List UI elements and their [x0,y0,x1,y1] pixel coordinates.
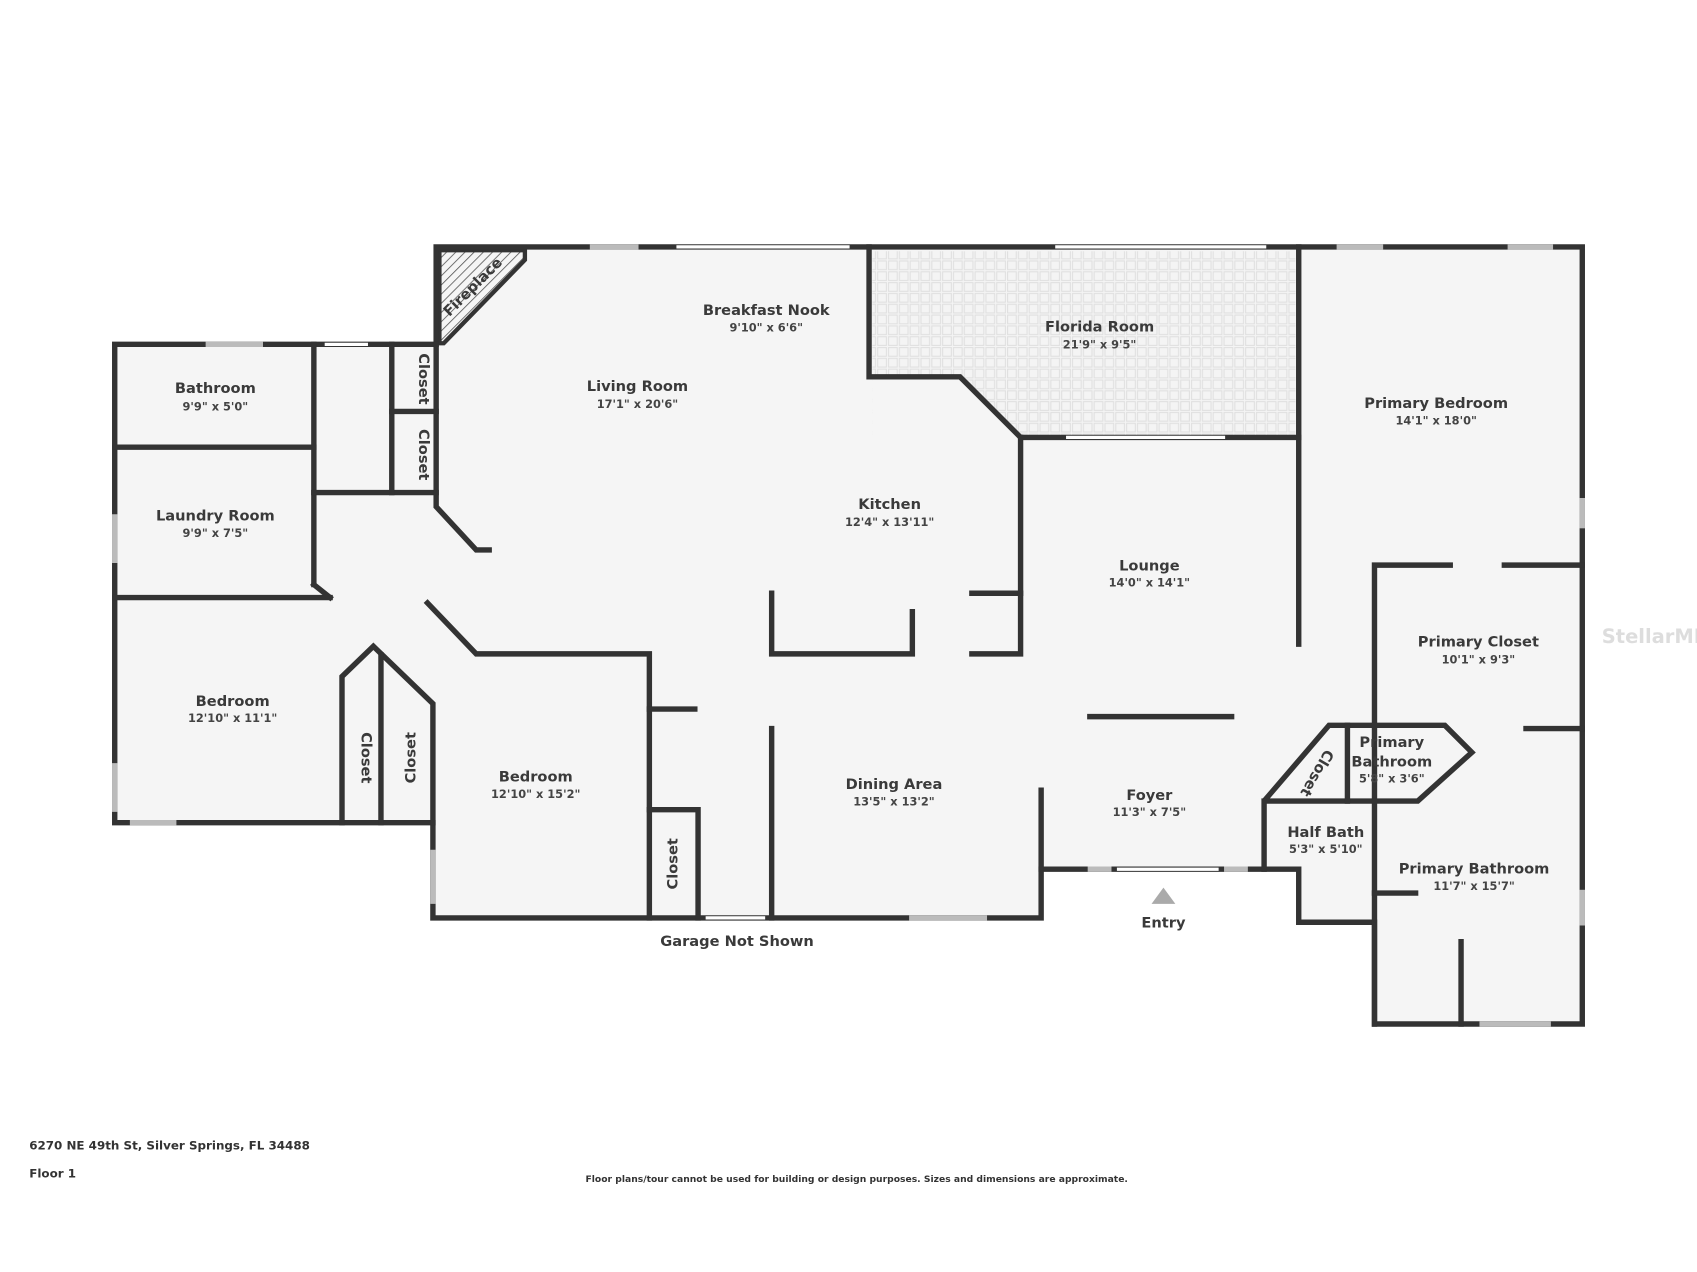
address: 6270 NE 49th St, Silver Springs, FL 3448… [29,1139,310,1153]
room-name: Primary Bathroom [1399,861,1550,878]
garage-note: Garage Not Shown [660,933,814,950]
room-dims: 9'9" x 5'0" [183,399,249,413]
room-name: Laundry Room [156,508,275,525]
room-name: Dining Area [846,776,943,793]
closet-label: Closet [415,429,432,480]
room-name: Bathroom [1351,753,1432,770]
room-name: Lounge [1119,558,1180,575]
windows-doors [112,244,1585,1027]
fireplace [437,248,528,346]
room-dims: 17'1" x 20'6" [597,397,678,411]
room-dims: 14'0" x 14'1" [1109,576,1190,590]
room-dims: 14'1" x 18'0" [1395,413,1476,427]
room-dims: 5'8" x 3'6" [1359,772,1425,786]
room-dims: 11'7" x 15'7" [1433,879,1514,893]
room-dims: 21'9" x 9'5" [1063,338,1137,352]
room-dims: 13'5" x 13'2" [853,794,934,808]
florida-room-corner [872,378,1021,438]
room-dims: 10'1" x 9'3" [1442,653,1516,667]
entry-arrow-icon [1151,887,1176,904]
room-dims: 5'3" x 5'10" [1289,842,1363,856]
room-name: Bedroom [196,693,270,710]
room-name: Bedroom [499,769,573,786]
room-name: Half Bath [1287,824,1364,841]
disclaimer: Floor plans/tour cannot be used for buil… [586,1174,1128,1185]
room-name: Bathroom [175,380,256,397]
walls [112,244,1585,1027]
closet-label: Closet [403,732,420,783]
room-name: Primary Bedroom [1364,395,1508,412]
room-dims: 12'4" x 13'11" [845,515,934,529]
room-name: Kitchen [858,496,921,513]
room-name: Primary [1359,734,1424,751]
closet-label: Closet [665,838,682,889]
watermark: StellarMLS [1602,625,1697,648]
entry-label: Entry [1141,915,1186,932]
room-name: Florida Room [1045,318,1154,335]
room-dims: 12'10" x 15'2" [491,787,580,801]
room-dims: 9'9" x 7'5" [183,526,249,540]
floor-label: Floor 1 [29,1167,76,1181]
room-name: Breakfast Nook [703,302,830,319]
closet-label: Closet [357,732,374,783]
room-dims: 9'10" x 6'6" [729,320,803,334]
room-dims: 11'3" x 7'5" [1113,805,1187,819]
room-name: Foyer [1126,787,1173,804]
closet-label: Closet [415,353,432,404]
floor-area [114,246,1583,1024]
room-dims: 12'10" x 11'1" [188,711,277,725]
room-name: Living Room [587,378,688,395]
room-name: Primary Closet [1418,633,1539,650]
